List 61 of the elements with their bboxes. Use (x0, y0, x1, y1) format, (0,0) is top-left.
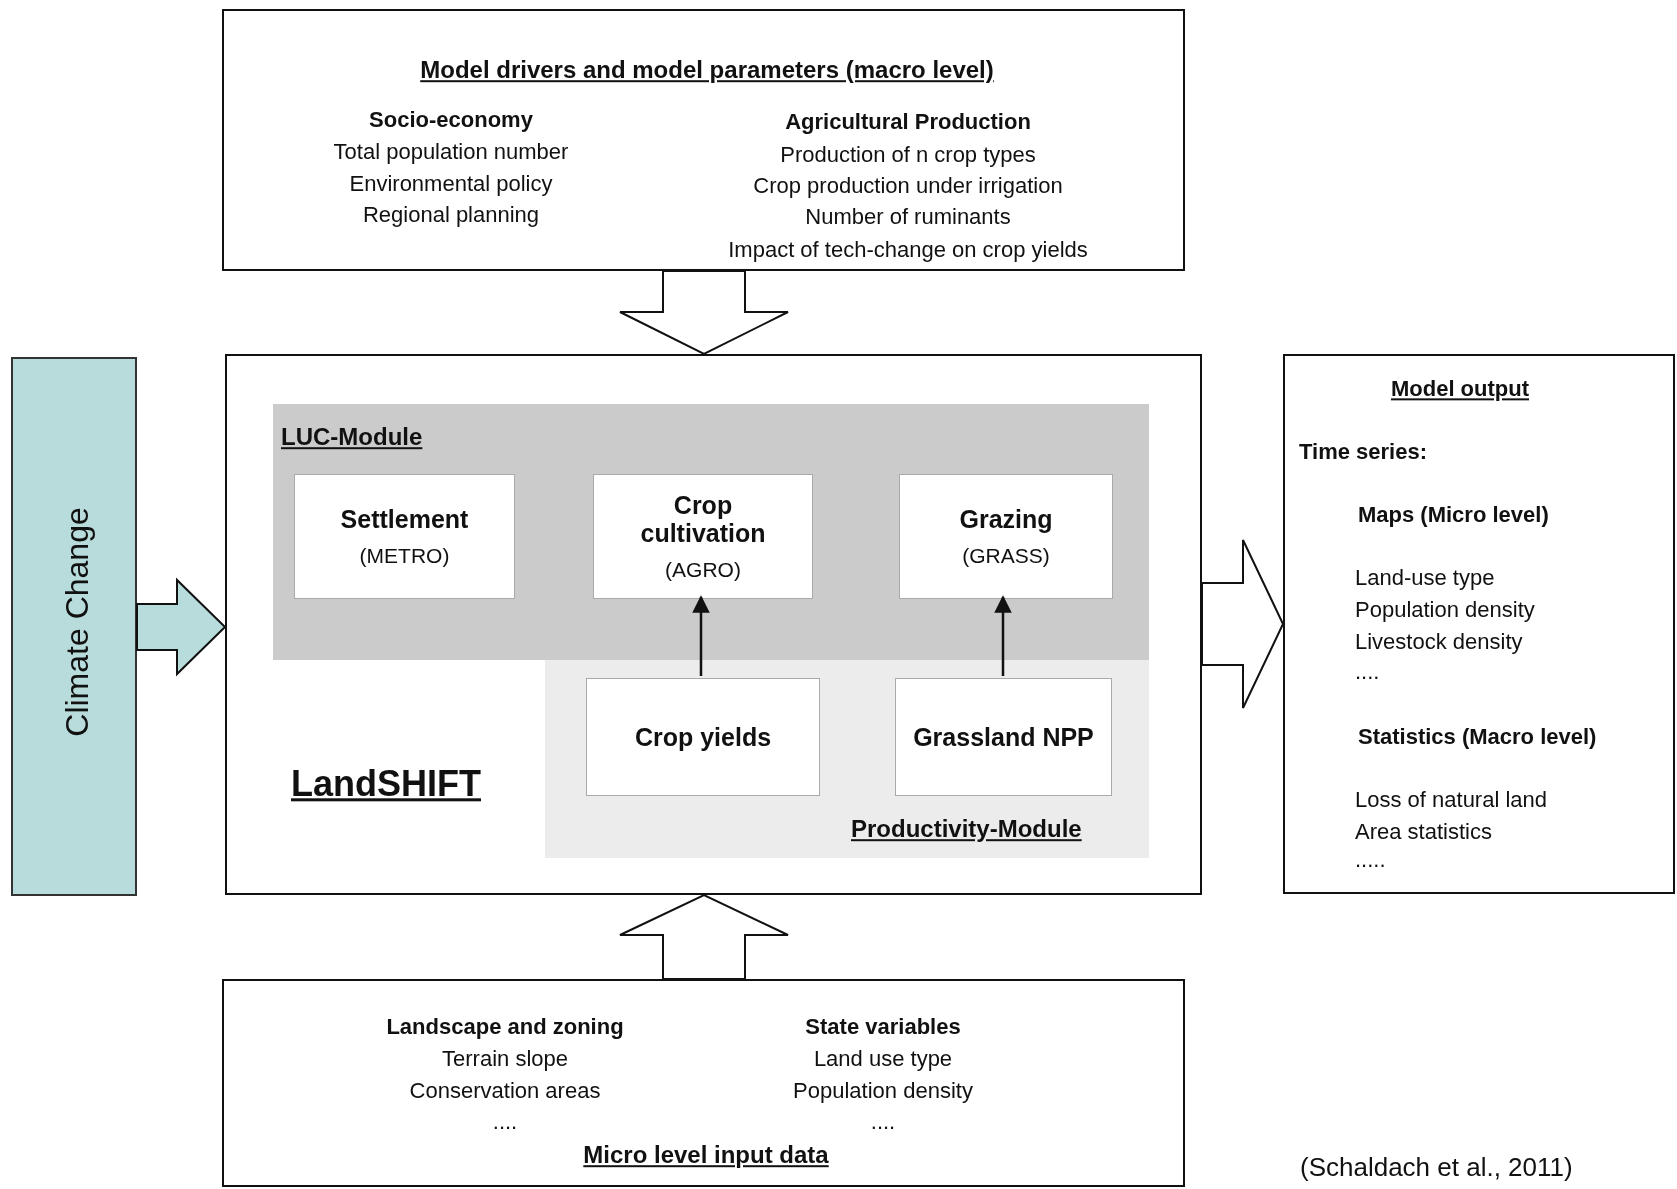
heading: Micro level input data (583, 1141, 829, 1169)
list-item: Population density (1355, 597, 1535, 623)
list-item: Number of ruminants (805, 204, 1011, 230)
process-box (586, 678, 820, 796)
citation: (Schaldach et al., 2011) (1300, 1152, 1573, 1183)
arrow (994, 595, 1012, 676)
block-arrow (619, 270, 789, 356)
box-subtitle: (METRO) (359, 543, 450, 568)
list-item: ..... (1355, 847, 1386, 873)
subheading: Maps (Micro level) (1358, 502, 1549, 528)
list-item: Production of n crop types (780, 142, 1036, 168)
subheading: Landscape and zoning (386, 1014, 624, 1040)
list-item: Land use type (813, 1046, 953, 1072)
list-item: .... (492, 1109, 518, 1135)
process-box (294, 474, 515, 599)
box-title: Crop yields (634, 722, 772, 752)
list-item: Terrain slope (442, 1046, 568, 1072)
block-arrow (1201, 539, 1285, 709)
vertical-label: Climate Change (58, 507, 96, 737)
block-arrow (619, 893, 789, 980)
block-arrow (136, 577, 227, 677)
module-title: LUC-Module (281, 423, 423, 451)
list-item: Crop production under irrigation (753, 173, 1063, 199)
list-item: Impact of tech-change on crop yields (728, 237, 1088, 263)
list-item: Area statistics (1355, 819, 1492, 845)
module-panel (273, 404, 1149, 660)
subheading: State variables (805, 1014, 961, 1040)
input-panel (222, 979, 1185, 1187)
list-item: Conservation areas (409, 1078, 601, 1104)
box-subtitle: (AGRO) (665, 558, 741, 583)
process-box (593, 474, 813, 599)
list-item: .... (870, 1109, 896, 1135)
module-title: Productivity-Module (851, 815, 1082, 843)
module-panel (545, 660, 1149, 858)
heading: Model output (1390, 376, 1530, 402)
list-item: Total population number (333, 139, 569, 165)
list-item: Livestock density (1355, 629, 1523, 655)
arrow (692, 595, 710, 676)
list-item: Regional planning (362, 202, 540, 228)
box-subtitle: (GRASS) (962, 543, 1050, 568)
box-title: Grassland NPP (913, 722, 1094, 752)
list-item: Environmental policy (349, 171, 553, 197)
box-title: Crop cultivation (639, 490, 767, 549)
list-item: .... (1355, 659, 1380, 685)
output-panel (1283, 354, 1675, 894)
list-item: Land-use type (1355, 565, 1495, 591)
subheading: Socio-economy (369, 107, 533, 133)
model-box (225, 354, 1202, 895)
list-item: Loss of natural land (1355, 787, 1548, 813)
subheading: Statistics (Macro level) (1358, 724, 1597, 750)
input-panel (222, 9, 1185, 271)
subheading: Time series: (1299, 439, 1427, 465)
process-box (899, 474, 1113, 599)
process-box (895, 678, 1112, 796)
box-title: Grazing (959, 505, 1053, 534)
model-title: LandSHIFT (291, 763, 481, 805)
list-item: Population density (793, 1078, 973, 1104)
heading: Model drivers and model parameters (macro level) (420, 56, 994, 84)
box-title: Settlement (340, 505, 469, 534)
climate-panel (11, 357, 137, 896)
subheading: Agricultural Production (785, 109, 1031, 135)
